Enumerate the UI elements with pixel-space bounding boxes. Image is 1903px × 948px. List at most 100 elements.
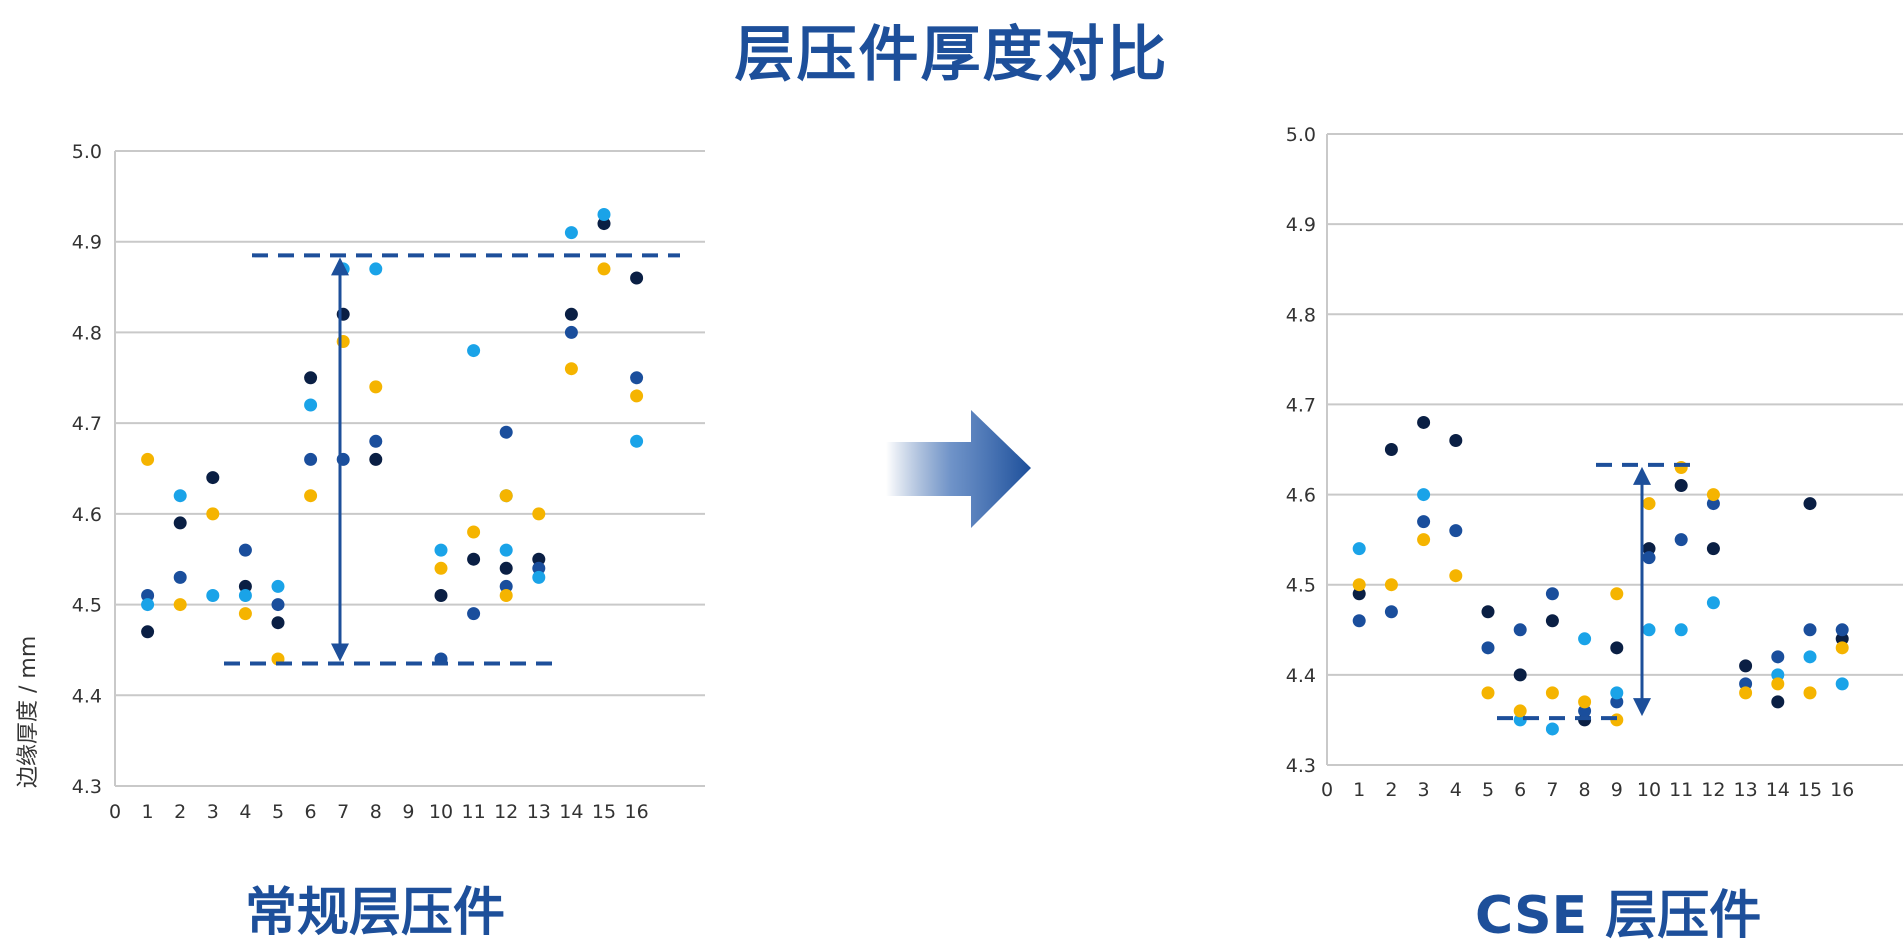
data-point: [1803, 623, 1817, 637]
data-point: [1674, 623, 1688, 637]
data-point: [630, 434, 644, 448]
data-point: [173, 598, 187, 612]
x-tick-label: 2: [1385, 779, 1397, 801]
data-point: [271, 598, 285, 612]
x-tick-label: 3: [207, 801, 219, 823]
data-point: [1352, 542, 1366, 556]
y-tick-label: 4.8: [1286, 304, 1316, 326]
data-point: [1706, 497, 1720, 511]
data-point: [1642, 542, 1656, 556]
x-tick-label: 11: [1669, 779, 1693, 801]
x-tick-label: 4: [239, 801, 251, 823]
x-tick-label: 8: [370, 801, 382, 823]
data-point: [434, 543, 448, 557]
data-point: [499, 489, 513, 503]
data-point: [304, 452, 318, 466]
y-tick-label: 5.0: [72, 141, 102, 163]
data-point: [467, 607, 481, 621]
x-tick-label: 13: [527, 801, 551, 823]
data-point: [1674, 533, 1688, 547]
data-point: [369, 380, 383, 394]
x-tick-label: 0: [1321, 779, 1333, 801]
data-point: [369, 262, 383, 276]
page-title: 层压件厚度对比: [734, 20, 1169, 90]
data-point: [532, 561, 546, 575]
data-point: [173, 489, 187, 503]
y-tick-label: 4.4: [1286, 665, 1316, 687]
data-point: [1835, 632, 1849, 646]
data-point: [434, 561, 448, 575]
data-point: [1384, 605, 1398, 619]
data-point: [1449, 524, 1463, 538]
data-point: [1449, 433, 1463, 447]
x-tick-label: 4: [1450, 779, 1462, 801]
data-point: [1417, 415, 1431, 429]
data-point: [1835, 623, 1849, 637]
data-point: [467, 552, 481, 566]
y-tick-label: 5.0: [1286, 124, 1316, 146]
data-point: [1642, 623, 1656, 637]
data-point: [564, 307, 578, 321]
data-point: [564, 325, 578, 339]
data-point: [467, 525, 481, 539]
x-tick-label: 16: [625, 801, 649, 823]
y-tick-label: 4.9: [1286, 214, 1316, 236]
data-point: [597, 217, 611, 231]
data-point: [1578, 632, 1592, 646]
y-tick-label: 4.5: [1286, 575, 1316, 597]
data-point: [141, 598, 155, 612]
y-tick-label: 4.7: [72, 413, 102, 435]
data-point: [532, 507, 546, 521]
right-arrow-icon: [886, 410, 1031, 528]
arrowhead-up-icon: [331, 257, 349, 276]
data-point: [238, 579, 252, 593]
data-point: [1352, 614, 1366, 628]
y-tick-label: 4.9: [72, 232, 102, 254]
data-point: [499, 579, 513, 593]
x-tick-label: 14: [559, 801, 583, 823]
data-point: [1384, 578, 1398, 592]
x-tick-label: 13: [1734, 779, 1758, 801]
data-point: [1417, 515, 1431, 529]
data-point: [1578, 704, 1592, 718]
x-tick-label: 15: [592, 801, 616, 823]
data-point: [1706, 488, 1720, 502]
data-point: [1610, 587, 1624, 601]
data-point: [141, 589, 155, 602]
data-point: [1835, 677, 1849, 691]
x-tick-label: 12: [494, 801, 518, 823]
y-tick-label: 4.3: [72, 776, 102, 798]
arrowhead-down-icon: [331, 643, 349, 662]
data-point: [1481, 641, 1495, 655]
x-tick-label: 3: [1418, 779, 1430, 801]
data-point: [1417, 533, 1431, 547]
data-point: [1352, 578, 1366, 592]
data-point: [597, 208, 611, 221]
data-point: [1642, 497, 1656, 511]
data-point: [1739, 677, 1753, 691]
data-point: [630, 389, 644, 403]
data-point: [564, 226, 578, 240]
data-point: [1803, 650, 1817, 664]
data-point: [304, 371, 318, 385]
data-point: [206, 471, 220, 485]
x-tick-label: 2: [174, 801, 186, 823]
data-point: [1513, 623, 1527, 637]
data-point: [141, 625, 155, 639]
data-point: [206, 507, 220, 521]
data-point: [206, 589, 220, 602]
data-point: [1771, 677, 1785, 691]
data-point: [1545, 686, 1559, 700]
data-point: [238, 607, 252, 621]
x-tick-label: 7: [1546, 779, 1558, 801]
data-point: [499, 589, 513, 602]
x-tick-label: 16: [1830, 779, 1854, 801]
arrowhead-down-icon: [1633, 698, 1651, 717]
x-tick-label: 10: [1637, 779, 1661, 801]
x-tick-label: 14: [1766, 779, 1790, 801]
data-point: [499, 425, 513, 439]
x-tick-label: 8: [1579, 779, 1591, 801]
data-point: [1610, 641, 1624, 655]
